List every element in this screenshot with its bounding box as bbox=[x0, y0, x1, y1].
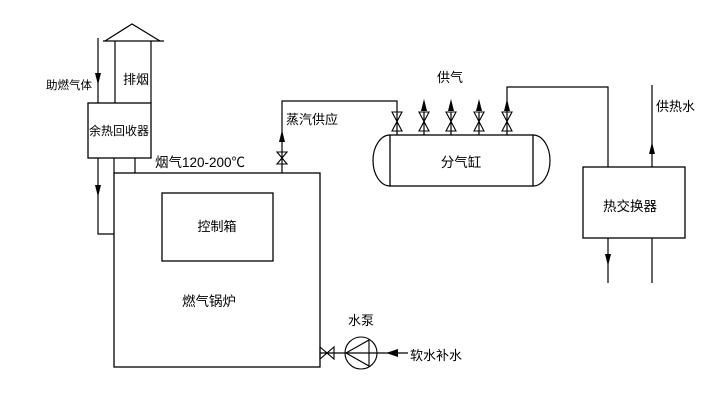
valve-icon bbox=[473, 111, 485, 132]
control-box-label: 控制箱 bbox=[197, 219, 236, 234]
gas-header-label: 分气缸 bbox=[441, 154, 482, 170]
waste-heat-recovery-box bbox=[87, 102, 152, 159]
combustion-air-line bbox=[95, 38, 114, 235]
hot-water-line bbox=[649, 85, 655, 167]
exhaust-label: 排烟 bbox=[123, 72, 149, 87]
header-to-exchanger-pipe bbox=[501, 86, 609, 167]
valve-icon bbox=[445, 111, 457, 132]
up-arrow-icon bbox=[649, 142, 655, 154]
header-outlet-2 bbox=[445, 99, 457, 135]
left-arrow-icon bbox=[386, 349, 398, 357]
steam-supply-label: 蒸汽供应 bbox=[286, 112, 338, 127]
air-line-lower bbox=[97, 158, 114, 235]
header-body bbox=[389, 134, 534, 187]
up-arrow-icon bbox=[421, 99, 427, 111]
up-arrow-icon bbox=[504, 99, 510, 111]
flue-gas-temp-label: 烟气120-200℃ bbox=[155, 155, 245, 170]
combustion-air-label: 助燃气体 bbox=[46, 78, 92, 92]
valve-icon bbox=[319, 345, 335, 361]
down-arrow-icon bbox=[95, 73, 101, 85]
steam-supply-pipe bbox=[275, 100, 403, 173]
down-arrow-icon bbox=[605, 254, 611, 266]
chimney-cap-triangle bbox=[104, 23, 161, 42]
chimney-cap bbox=[103, 23, 164, 42]
soft-water-label: 软水补水 bbox=[410, 348, 462, 363]
gas-boiler-label: 燃气锅炉 bbox=[182, 293, 236, 309]
up-arrow-icon bbox=[448, 99, 454, 111]
header-outlet-1 bbox=[418, 99, 430, 135]
waste-heat-recovery-label: 余热回收器 bbox=[89, 123, 149, 138]
feed-water-line bbox=[319, 336, 408, 370]
pump-impeller-icon bbox=[344, 339, 370, 367]
down-arrow-icon bbox=[95, 185, 101, 197]
gas-supply-label: 供气 bbox=[437, 70, 463, 85]
header-right-cap bbox=[532, 134, 551, 187]
exchanger-bottom-lines bbox=[605, 238, 653, 283]
heat-exchanger-label: 热交换器 bbox=[603, 198, 657, 214]
valve-icon bbox=[275, 151, 289, 165]
valve-icon bbox=[391, 111, 403, 132]
gas-header-cylinder bbox=[372, 134, 551, 187]
exhaust-stack bbox=[114, 41, 152, 103]
flue-duct bbox=[113, 158, 136, 173]
water-pump-label: 水泵 bbox=[348, 313, 374, 328]
control-box bbox=[161, 192, 274, 262]
valve-icon bbox=[501, 111, 513, 132]
hot-water-label: 供热水 bbox=[656, 99, 695, 114]
up-arrow-icon bbox=[279, 130, 285, 142]
header-outlet-3 bbox=[473, 99, 485, 135]
heat-exchanger-box bbox=[582, 166, 686, 239]
header-left-cap bbox=[372, 134, 391, 187]
valve-icon bbox=[418, 111, 430, 132]
up-arrow-icon bbox=[476, 99, 482, 111]
